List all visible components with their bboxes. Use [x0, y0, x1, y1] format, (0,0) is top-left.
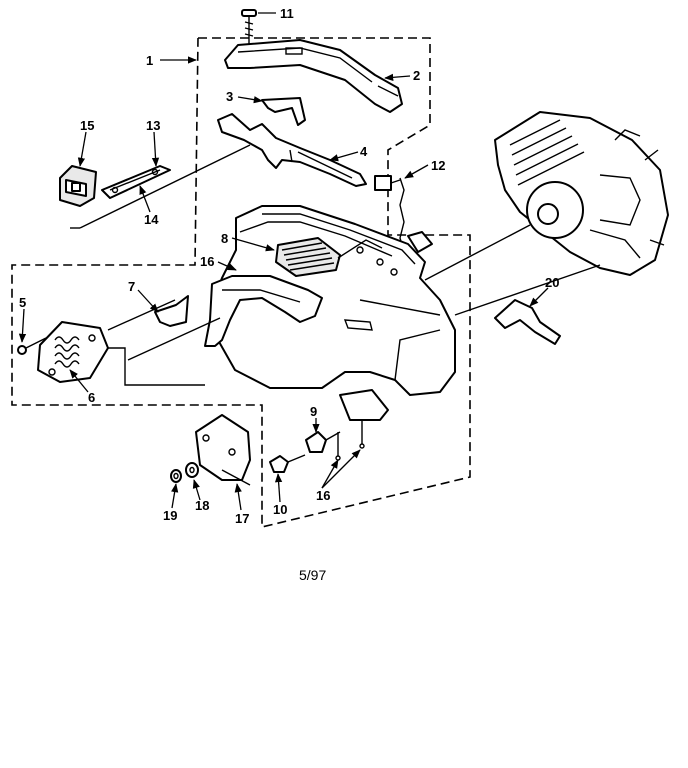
- cover-plate-part-17: [195, 414, 251, 486]
- callout-12: 12: [431, 158, 445, 173]
- leader-lines: [18, 12, 549, 511]
- bolt-part-10: [269, 454, 306, 473]
- callout-4: 4: [360, 144, 368, 159]
- switch-plate-part-13-14: [101, 165, 171, 199]
- screws-part-15: [335, 389, 389, 461]
- screw-part-5: [17, 337, 47, 355]
- nut-part-19: [170, 469, 182, 483]
- callout-labels: 1 2 3 4 5 6 7 8 9 10 11 12 13 14 15 16 1…: [19, 6, 559, 526]
- clip-part-7: [154, 295, 189, 327]
- screw-part-11: [241, 9, 257, 44]
- callout-10: 10: [273, 502, 287, 517]
- bracket-part-20: [494, 299, 561, 345]
- throttle-lever-part-4: [217, 113, 367, 187]
- callout-8: 8: [221, 231, 228, 246]
- switch-part-15: [59, 165, 97, 207]
- callout-16-lower: 16: [316, 488, 330, 503]
- callout-3: 3: [226, 89, 233, 104]
- callout-17: 17: [235, 511, 249, 526]
- bracket-part-3: [261, 97, 306, 126]
- callout-18: 18: [195, 498, 209, 513]
- callout-2: 2: [413, 68, 420, 83]
- front-handle-part-16: [204, 275, 323, 347]
- date-code: 5/97: [299, 567, 326, 583]
- callout-5: 5: [19, 295, 26, 310]
- callout-1: 1: [146, 53, 153, 68]
- callout-19: 19: [163, 508, 177, 523]
- callout-20: 20: [545, 275, 559, 290]
- callout-15: 15: [80, 118, 94, 133]
- mount-part-9: [305, 431, 341, 453]
- callout-16-upper: 16: [200, 254, 214, 269]
- top-handle-part-2: [224, 39, 403, 113]
- callout-6: 6: [88, 390, 95, 405]
- group-outline-handle: [11, 37, 471, 529]
- callout-14: 14: [144, 212, 159, 227]
- rear-handle-housing: [211, 205, 456, 396]
- callout-9: 9: [310, 404, 317, 419]
- callout-13: 13: [146, 118, 160, 133]
- callout-11: 11: [280, 6, 294, 21]
- engine-block: [494, 111, 669, 276]
- washer-part-18: [185, 462, 199, 478]
- filter-cover-part-6: [37, 321, 109, 383]
- callout-7: 7: [128, 279, 135, 294]
